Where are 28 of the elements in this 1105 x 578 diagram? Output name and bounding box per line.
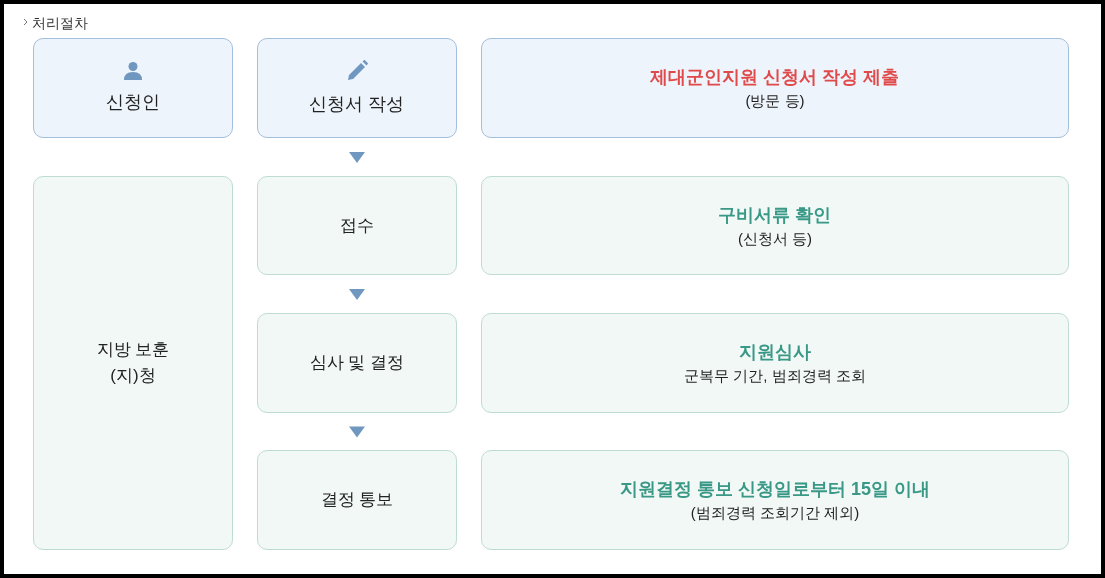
- process-box: [481, 313, 1069, 413]
- step-heading: 제대군인지원 신청서 작성 제출: [650, 66, 900, 89]
- step-heading: 지원결정 통보 신청일로부터 15일 이내: [620, 478, 930, 501]
- step-heading: 지원심사: [739, 341, 811, 364]
- process-box: [257, 313, 457, 413]
- section-title: 처리절차: [32, 14, 88, 33]
- step-label: 접수: [340, 214, 374, 237]
- step-label: 신청인: [106, 91, 160, 114]
- step-note: 군복무 기간, 범죄경력 조회: [684, 366, 866, 386]
- process-box: [257, 450, 457, 550]
- step-heading: 구비서류 확인: [718, 203, 832, 227]
- process-box: [481, 38, 1069, 138]
- step-label: 결정 통보: [320, 489, 394, 511]
- process-box: [257, 38, 457, 138]
- step-note: (범죄경력 조회기간 제외): [690, 503, 860, 523]
- arrow: [349, 289, 365, 300]
- process-box: [257, 176, 457, 275]
- process-box: [481, 176, 1069, 275]
- step-note: (신청서 등): [737, 228, 813, 249]
- step-label: 심사 및 결정: [309, 352, 405, 374]
- process-box: [481, 450, 1069, 550]
- process-box: [33, 176, 233, 550]
- step-note: (방문 등): [745, 91, 805, 111]
- step-label: 신청서 작성: [309, 93, 405, 116]
- process-box: [33, 38, 233, 138]
- step-label: 지방 보훈(지)청: [95, 339, 171, 387]
- arrow: [349, 152, 365, 163]
- arrow: [349, 426, 365, 438]
